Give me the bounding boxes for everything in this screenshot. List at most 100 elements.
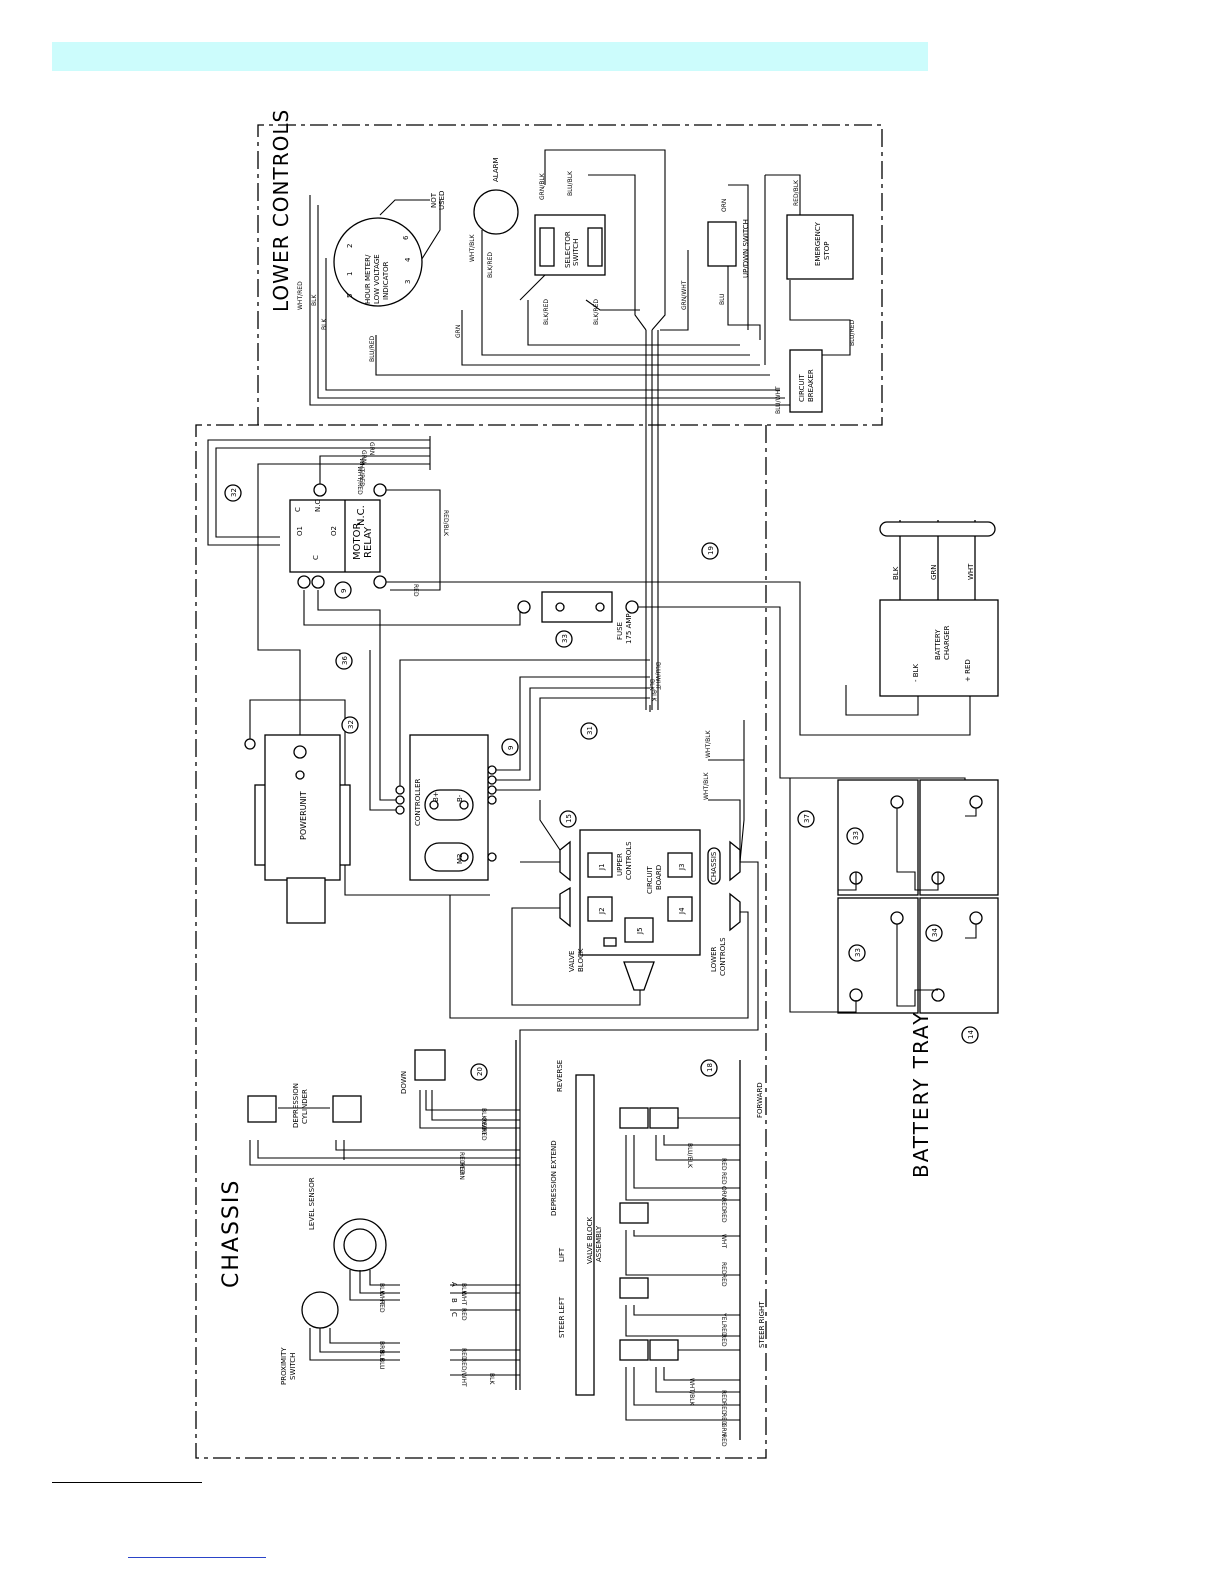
hour-meter: HOUR METER/ LOW VOLTAGE INDICATOR 1 2 6 … [333,217,423,307]
hm-pin-5: 5 [346,294,354,298]
hm-pin-6: 6 [402,235,410,240]
svg-text:RED: RED [720,1158,727,1171]
hm-pin-3: 3 [404,280,412,284]
chassis-boundary [195,424,767,1459]
motor-relay: MOTOR RELAY N.C. O1 O2 N.O C C [289,483,387,589]
level-sensor-label: LEVEL SENSOR [308,1177,316,1230]
chassis-top-wire-labels: GRN GRN WHT/RED WHT/RED RED/BLK RED BLU/… [356,442,712,800]
svg-text:RED: RED [378,1300,385,1313]
svg-text:BLK/RED: BLK/RED [543,299,550,325]
svg-text:RED: RED [460,1308,467,1321]
chassis-top-wiring [207,425,971,896]
svg-text:WHT/RED: WHT/RED [356,466,363,495]
svg-text:ORN: ORN [721,199,728,212]
svg-text:RED: RED [720,1434,727,1447]
svg-text:RED: RED [720,1198,727,1211]
svg-text:32: 32 [347,720,355,729]
lower-controls-conn-label-1: LOWER [710,946,718,972]
selector-switch: SELECTOR SWITCH [534,214,606,276]
circuit-board-label-1: CIRCUIT [646,865,654,894]
svg-text:J4: J4 [678,907,686,915]
svg-text:O2: O2 [330,526,338,536]
svg-text:34: 34 [931,928,939,937]
hm-pin-1: 1 [346,272,354,276]
motor-relay-nc: N.C. [356,505,367,526]
hm-pin-4: 4 [404,257,412,262]
svg-text:31: 31 [586,726,594,735]
battery-charger-label-1: BATTERY [934,629,942,660]
svg-text:RED: RED [412,584,419,597]
chassis-bottom-wire-labels: BLK/WHT RED RED RED/GRN RED BLK WHT RED … [378,1108,727,1447]
svg-text:GRN/BLK: GRN/BLK [539,172,546,200]
svg-text:WHT/RED: WHT/RED [358,458,365,487]
svg-text:BLK: BLK [321,318,328,330]
svg-text:RED: RED [720,1390,727,1403]
svg-text:M2: M2 [456,854,464,865]
svg-text:C: C [450,1312,458,1317]
svg-text:GRN: GRN [360,450,367,463]
svg-text:O1: O1 [296,526,304,536]
alarm-label: ALARM [492,157,500,182]
svg-text:RED: RED [720,1210,727,1223]
valve-block-conn-label-2: BLOCK [577,948,585,972]
lower-controls-title: LOWER CONTROLS [269,109,293,312]
svg-text:WHT: WHT [378,1291,385,1305]
svg-text:WHT/BLK: WHT/BLK [688,1378,695,1407]
svg-text:RED/BLK: RED/BLK [442,510,449,537]
svg-text:33: 33 [854,948,862,957]
svg-text:BLK/RED: BLK/RED [487,252,494,278]
steer-right-label: STEER RIGHT [758,1301,766,1348]
footer-link-underline[interactable] [128,1557,266,1558]
svg-text:A: A [450,1282,458,1287]
svg-text:YEL: YEL [720,1312,727,1324]
svg-text:RED/BLK: RED/BLK [793,179,800,206]
svg-text:RED: RED [480,1128,487,1141]
chassis-title: CHASSIS [219,1179,244,1288]
svg-text:GRN: GRN [368,442,375,455]
powerunit: POWERUNIT [244,734,351,924]
svg-text:WHT/BLK: WHT/BLK [469,233,476,262]
svg-text:RED/GRN: RED/GRN [458,1152,465,1180]
lower-controls-wire-labels: WHT/RED BLK BLK BLU/RED GRN WHT/BLK BLK/… [297,170,856,414]
svg-text:WHT: WHT [720,1234,727,1248]
svg-text:19: 19 [707,546,715,555]
svg-text:BLK: BLK [488,1373,495,1385]
svg-text:J5: J5 [636,927,644,935]
svg-text:J3: J3 [678,863,686,871]
svg-text:BLU: BLU [719,293,726,305]
svg-text:ORN: ORN [720,1186,727,1199]
svg-text:GRN/WHT: GRN/WHT [681,280,688,310]
not-used-label-2: USED [438,191,446,210]
svg-text:RED: RED [720,1274,727,1287]
circuit-breaker: CIRCUIT BREAKER [789,349,823,413]
fuse-label-1: FUSE [616,622,624,640]
svg-text:B-: B- [456,794,464,802]
svg-text:- BLK: - BLK [912,664,920,682]
callouts: 32 9 19 33 36 32 31 9 15 37 33 33 34 14 … [224,484,979,1081]
circuit-breaker-label-1: CIRCUIT [798,373,806,402]
hour-meter-label-3: INDICATOR [382,261,390,300]
hour-meter-label-1: HOUR METER/ [364,254,372,304]
svg-text:RED: RED [720,1262,727,1275]
valve-block-assembly-label-1: VALVE BLOCK [586,1216,594,1264]
hour-meter-label-2: LOW VOLTAGE [373,254,381,304]
footer-rule [52,1482,202,1483]
up-down-switch-label: UP/DWN SWITCH [742,219,750,278]
svg-text:B: B [450,1298,458,1303]
svg-text:N.O: N.O [314,499,322,512]
motor-relay-label-2: RELAY [363,526,374,558]
chassis-bottom-wiring [247,1040,741,1440]
svg-text:BLU/WHT: BLU/WHT [775,386,782,414]
controller-label: CONTROLLER [414,778,422,826]
powerunit-label: POWERUNIT [299,791,308,840]
svg-text:C: C [312,555,320,560]
svg-text:B+: B+ [432,791,440,802]
hm-pin-2: 2 [346,244,354,248]
svg-text:20: 20 [476,1067,484,1076]
not-used-label-1: NOT [430,192,438,208]
svg-text:9: 9 [340,589,348,593]
motor-relay-label-1: MOTOR [352,523,363,560]
upper-controls-label-2: CONTROLS [625,841,633,880]
svg-text:BRN: BRN [378,1341,385,1354]
svg-text:BLU/BLK: BLU/BLK [567,170,574,196]
